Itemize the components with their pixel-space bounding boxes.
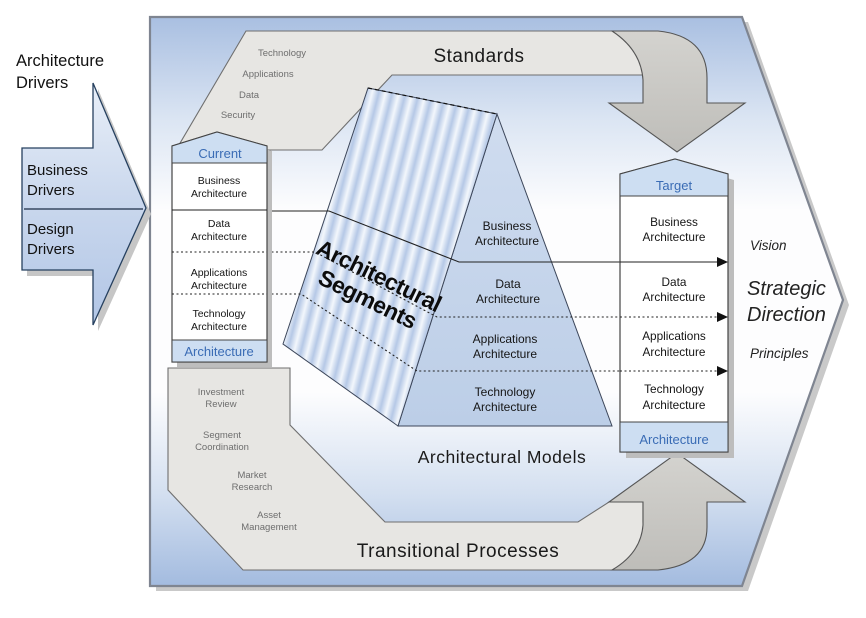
design-drivers-1: Design xyxy=(27,221,74,238)
target-row-business-2: Architecture xyxy=(643,230,706,244)
design-drivers-2: Drivers xyxy=(27,241,75,258)
standards-layer-technology: Technology xyxy=(258,48,306,59)
process-segment-1: Segment xyxy=(203,430,241,441)
target-internal-arrows xyxy=(620,257,728,376)
drivers-arrow-body xyxy=(21,82,147,326)
target-column-footer-band xyxy=(619,421,729,453)
vision-label: Vision xyxy=(750,238,787,253)
target-column-header-band xyxy=(619,158,729,197)
target-arrow-dotted-2-head xyxy=(717,366,728,376)
current-row-technology-2: Architecture xyxy=(191,321,247,333)
architecture-drivers-arrow: Business Drivers Design Drivers xyxy=(21,82,151,331)
direction-label: Direction xyxy=(747,304,826,326)
current-column: Current Business Architecture Data Archi… xyxy=(171,131,272,367)
segments-pyramid: Architectural Segments Business Architec… xyxy=(282,87,613,427)
pyramid-row-technology-2: Architecture xyxy=(473,400,537,414)
target-row-technology-1: Technology xyxy=(644,382,704,396)
architecture-drivers-title-1: Architecture xyxy=(16,52,104,70)
current-footer-label: Architecture xyxy=(184,344,253,359)
target-row-applications-1: Applications xyxy=(642,329,706,343)
strategic-label: Strategic xyxy=(747,278,826,300)
process-asset-1: Asset xyxy=(257,510,281,521)
target-row-technology-2: Architecture xyxy=(643,398,706,412)
target-row-business-1: Business xyxy=(650,215,698,229)
transitional-up-arrow xyxy=(607,452,747,571)
transitional-title: Transitional Processes xyxy=(357,541,559,562)
current-row-applications-2: Architecture xyxy=(191,280,247,292)
pyramid-top-dashed-edge xyxy=(367,87,498,115)
target-column: Target Business Architecture Data Archit… xyxy=(619,158,734,458)
process-segment-2: Coordination xyxy=(195,442,249,453)
current-column-footer-band xyxy=(171,339,268,363)
pyramid-row-technology-1: Technology xyxy=(475,385,536,399)
target-row-data-1: Data xyxy=(662,275,687,289)
pyramid-row-data-2: Architecture xyxy=(476,292,540,306)
principles-label: Principles xyxy=(750,346,809,361)
process-market-2: Research xyxy=(232,482,273,493)
target-arrow-dotted-1-head xyxy=(717,312,728,322)
target-footer-label: Architecture xyxy=(639,432,708,447)
current-row-data-1: Data xyxy=(208,218,230,230)
pyramid-row-business-2: Architecture xyxy=(475,234,539,248)
current-column-header-band xyxy=(171,131,268,164)
connector-data-line xyxy=(267,251,719,318)
current-row-business-2: Architecture xyxy=(191,188,247,200)
architectural-models-caption: Architectural Models xyxy=(418,447,587,467)
current-row-applications-1: Applications xyxy=(191,267,248,279)
connector-applications-line xyxy=(267,293,719,372)
process-market-1: Market xyxy=(237,470,266,481)
process-investment-1: Investment xyxy=(198,387,245,398)
current-header-label: Current xyxy=(198,146,242,161)
target-header-label: Target xyxy=(656,178,693,193)
architecture-drivers-title-2: Drivers xyxy=(16,74,68,92)
standards-layer-data: Data xyxy=(239,90,260,101)
pyramid-row-data-1: Data xyxy=(495,277,521,291)
target-arrow-solid-head xyxy=(717,257,728,267)
pyramid-row-business-1: Business xyxy=(483,219,532,233)
current-row-business-1: Business xyxy=(198,175,241,187)
process-asset-2: Management xyxy=(241,522,297,533)
target-row-data-2: Architecture xyxy=(643,290,706,304)
business-drivers-2: Drivers xyxy=(27,182,75,199)
pyramid-row-applications-1: Applications xyxy=(473,332,538,346)
pyramid-row-applications-2: Architecture xyxy=(473,347,537,361)
standards-layer-security: Security xyxy=(221,110,256,121)
current-row-data-2: Architecture xyxy=(191,231,247,243)
standards-down-arrow xyxy=(607,30,747,153)
standards-title: Standards xyxy=(433,46,524,67)
standards-layer-applications: Applications xyxy=(242,69,293,80)
process-investment-2: Review xyxy=(205,399,236,410)
target-row-applications-2: Architecture xyxy=(643,345,706,359)
business-drivers-1: Business xyxy=(27,162,88,179)
connector-business-line xyxy=(267,210,719,263)
current-row-technology-1: Technology xyxy=(192,308,246,320)
